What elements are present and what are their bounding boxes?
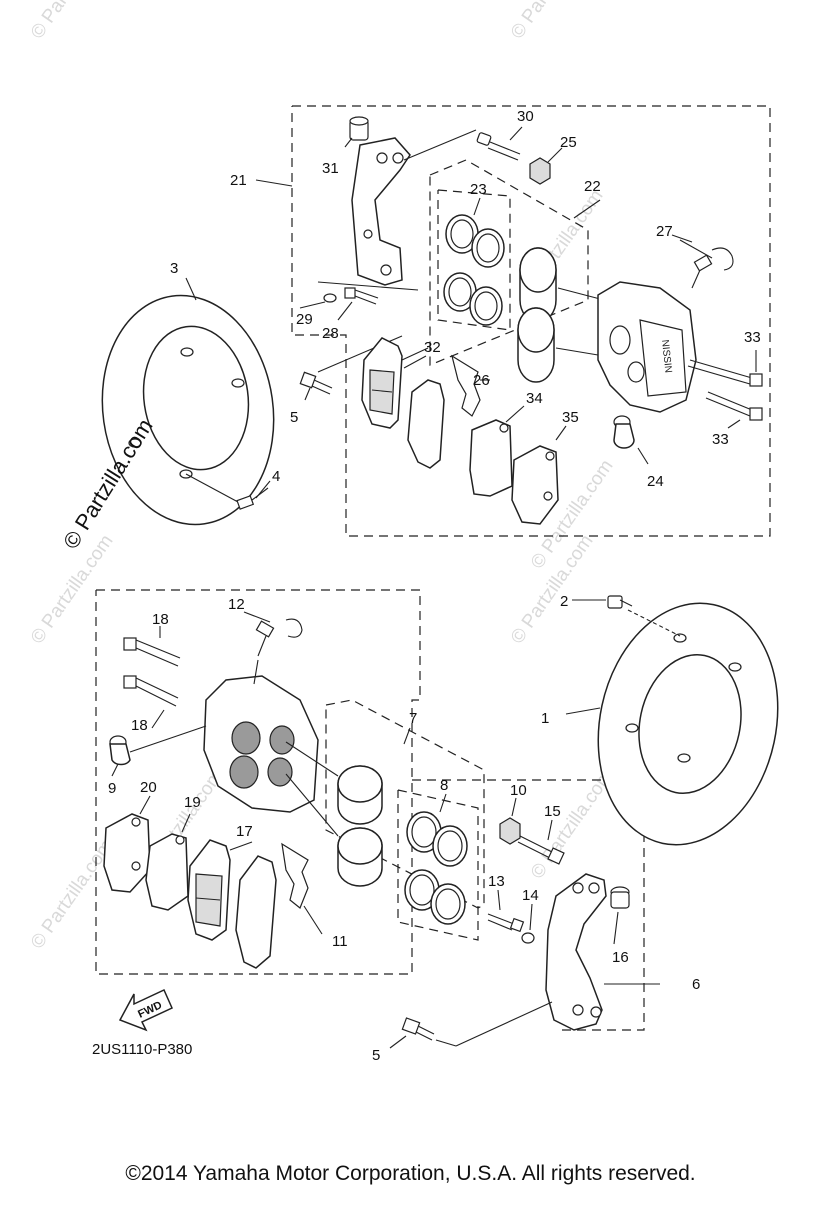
brake-disc-3: [101, 294, 275, 526]
callout-11: 11: [332, 933, 348, 950]
group-22-detail: [437, 189, 511, 331]
shim-20: [103, 795, 151, 893]
piston-seals-23: [443, 197, 505, 326]
bolt-5-bottom: [389, 1001, 553, 1049]
callout-6: 6: [692, 976, 700, 993]
callout-5: 5: [290, 409, 298, 426]
pistons-22: [517, 247, 605, 383]
bleed-screw-12: [243, 611, 303, 657]
copyright-notice: ©2014 Yamaha Motor Corporation, U.S.A. A…: [125, 1162, 696, 1185]
bushing-10: [499, 797, 521, 845]
callout-18: 18: [152, 611, 169, 628]
bolt-15: [517, 819, 565, 865]
bottom-outline: [95, 589, 421, 975]
callout-7: 7: [409, 710, 417, 727]
callout-33: 33: [744, 329, 761, 346]
callout-30: 30: [517, 108, 534, 125]
callout-8: 8: [440, 777, 448, 794]
washer-14: [521, 903, 535, 944]
bushing-25: [529, 147, 563, 185]
caliper-bracket-21: [351, 137, 411, 286]
callout-12: 12: [228, 596, 245, 613]
shim-35: [511, 425, 567, 525]
callout-5: 5: [372, 1047, 380, 1064]
diagram-code: 2US1110-P380: [92, 1041, 193, 1058]
callout-21: 21: [230, 172, 247, 189]
brake-pad-32: [361, 337, 445, 469]
faint-watermark: © Partzilla.com: [507, 0, 598, 43]
shim-19: [145, 813, 191, 911]
callout-24: 24: [647, 473, 664, 490]
sleeve-16: [610, 886, 630, 945]
sleeve-31: [344, 116, 369, 148]
bolt-2: [572, 595, 633, 609]
pins-18: [123, 626, 181, 707]
pistons-7: [337, 765, 383, 887]
callout-3: 3: [170, 260, 178, 277]
callout-1: 1: [541, 710, 549, 727]
brake-disc-1: [597, 602, 779, 846]
pad-spring-26: [451, 354, 490, 417]
callout-14: 14: [522, 887, 539, 904]
callout-20: 20: [140, 779, 157, 796]
fwd-arrow-icon: FWD: [118, 988, 173, 1032]
piston-seals-8: [404, 793, 468, 925]
bolt-13: [487, 889, 525, 933]
callout-18: 18: [131, 717, 148, 734]
callout-19: 19: [184, 794, 201, 811]
callout-23: 23: [470, 181, 487, 198]
pad-spring-11: [281, 842, 323, 935]
callout-2: 2: [560, 593, 568, 610]
sleeve-24: [613, 415, 649, 465]
group-8-outline: [397, 789, 479, 941]
callout-13: 13: [488, 873, 505, 890]
washer-29: [299, 281, 419, 309]
callout-32: 32: [424, 339, 441, 356]
brake-pad-17: [187, 839, 277, 969]
callout-29: 29: [296, 311, 313, 328]
caliper-bracket-6: [545, 873, 660, 1031]
callout-4: 4: [272, 468, 280, 485]
bolt-30: [403, 126, 523, 161]
callout-17: 17: [236, 823, 253, 840]
callout-31: 31: [322, 160, 339, 177]
callout-22: 22: [584, 178, 601, 195]
callout-10: 10: [510, 782, 527, 799]
shim-34: [469, 405, 525, 497]
callout-16: 16: [612, 949, 629, 966]
caliper-body-bottom: [203, 659, 339, 837]
caliper-body-top: NISSIN: [597, 281, 697, 413]
bleed-screw-27: [671, 234, 734, 289]
group-22-outline: [429, 159, 589, 366]
pins-33: [687, 350, 763, 429]
sleeve-9: [109, 725, 207, 777]
pin-28: [337, 287, 379, 321]
callout-9: 9: [108, 780, 116, 797]
callout-33: 33: [712, 431, 729, 448]
leader-lines: [151, 179, 601, 745]
callout-28: 28: [322, 325, 339, 342]
callout-35: 35: [562, 409, 579, 426]
callout-26: 26: [473, 372, 490, 389]
callout-34: 34: [526, 390, 543, 407]
faint-watermark: © Partzilla.com: [27, 0, 118, 43]
callout-27: 27: [656, 223, 673, 240]
callout-25: 25: [560, 134, 577, 151]
callout-15: 15: [544, 803, 561, 820]
group-7-outline: [325, 699, 485, 909]
caliper-brand-top: NISSIN: [659, 339, 673, 373]
